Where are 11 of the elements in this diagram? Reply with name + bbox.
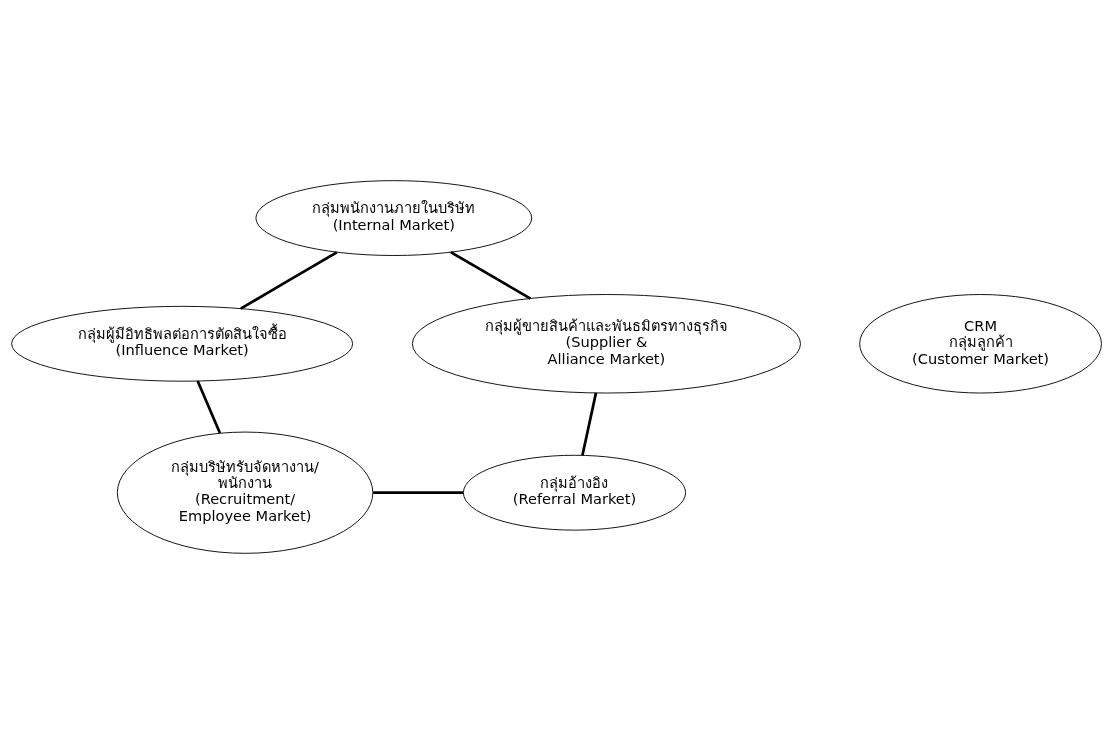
connector	[196, 380, 222, 433]
connector	[373, 490, 464, 494]
node-ellipse: กลุ่มอ้างอิง (Referral Market)	[462, 454, 687, 531]
connector	[240, 250, 338, 310]
node-ellipse: กลุ่มบริษัทรับจัดหางาน/ พนักงาน (Recruitment/ Employee Market)	[116, 431, 374, 554]
node-ellipse: กลุ่มผู้มีอิทธิพลต่อการตัดสินใจซื้อ (Influence Market)	[11, 305, 354, 382]
node-ellipse: กลุ่มพนักงานภายในบริษัท (Internal Market)	[255, 179, 533, 256]
connector	[450, 250, 532, 300]
node-ellipse: กลุ่มผู้ขายสินค้าและพันธมิตรทางธุรกิจ (Supplier & Alliance Market)	[411, 293, 801, 393]
node-ellipse: CRM กลุ่มลูกค้า (Customer Market)	[859, 293, 1102, 393]
connector	[581, 392, 598, 455]
